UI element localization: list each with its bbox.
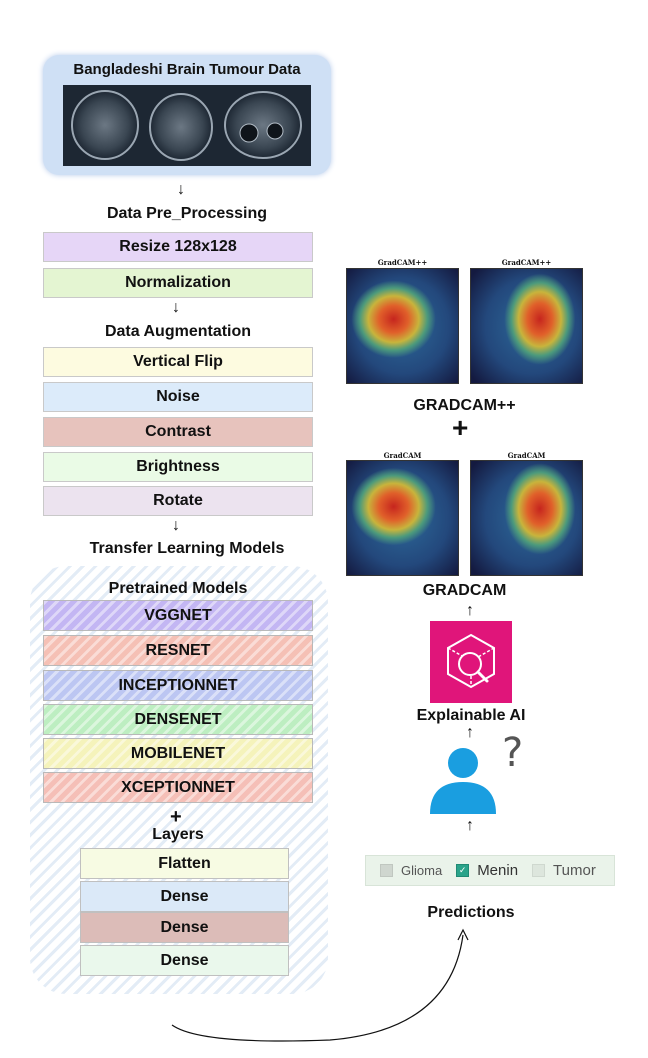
checkbox-tumor[interactable] — [532, 864, 546, 877]
step-noise: Noise — [43, 382, 313, 412]
mri-scan-2 — [149, 93, 213, 161]
model-xceptionnet: XCEPTIONNET — [43, 772, 313, 803]
predictions-bar: Glioma ✓ Menin Tumor — [365, 855, 615, 886]
explainable-title: Explainable AI — [416, 707, 526, 724]
step-rotate: Rotate — [43, 486, 313, 516]
augmentation-title: Data Augmentation — [104, 323, 252, 340]
dataset-card: Bangladeshi Brain Tumour Data — [43, 55, 331, 175]
question-mark-icon: ? — [502, 730, 524, 776]
step-contrast: Contrast — [43, 417, 313, 447]
gradcam-label-1: GradCAM — [383, 451, 422, 460]
model-inceptionnet: INCEPTIONNET — [43, 670, 313, 701]
layer-dense-3: Dense — [80, 945, 289, 976]
model-vggnet: VGGNET — [43, 600, 313, 631]
layer-dense-1: Dense — [80, 881, 289, 912]
step-vertical-flip: Vertical Flip — [43, 347, 313, 377]
layer-flatten: Flatten — [80, 848, 289, 879]
gradcampp-label-2: GradCAM++ — [501, 258, 552, 267]
pretrained-title: Pretrained Models — [108, 580, 248, 597]
user-icon — [428, 746, 498, 816]
gradcam-map-2 — [470, 460, 583, 576]
checkbox-menin[interactable]: ✓ — [456, 864, 470, 877]
layer-dense-2: Dense — [80, 912, 289, 943]
step-brightness: Brightness — [43, 452, 313, 482]
gradcampp-label-1: GradCAM++ — [377, 258, 428, 267]
arrow-up-icon: ↑ — [466, 724, 474, 741]
gradcampp-map-2 — [470, 268, 583, 384]
label-menin: Menin — [477, 862, 519, 879]
dataset-title: Bangladeshi Brain Tumour Data — [73, 61, 301, 78]
predictions-title: Predictions — [427, 904, 515, 921]
plus-sign: + — [170, 806, 182, 828]
xai-icon — [430, 621, 512, 703]
checkbox-glioma[interactable] — [380, 864, 393, 877]
arrow-down-icon: ↓ — [172, 299, 180, 316]
arrow-down-icon: ↓ — [177, 181, 185, 198]
model-mobilenet: MOBILENET — [43, 738, 313, 769]
gradcam-label-2: GradCAM — [507, 451, 546, 460]
model-densenet: DENSENET — [43, 704, 313, 735]
gradcam-title: GRADCAM — [422, 582, 507, 599]
gradcampp-map-1 — [346, 268, 459, 384]
label-tumor: Tumor — [553, 862, 596, 879]
mri-scan-1 — [71, 90, 139, 160]
label-glioma: Glioma — [401, 863, 443, 878]
mri-strip — [63, 85, 311, 166]
transfer-title: Transfer Learning Models — [89, 540, 285, 557]
preprocessing-title: Data Pre_Processing — [106, 205, 268, 222]
step-resize: Resize 128x128 — [43, 232, 313, 262]
plus-sign-xai: + — [452, 412, 469, 443]
arrow-up-icon: ↑ — [466, 817, 474, 834]
arrow-up-icon: ↑ — [466, 602, 474, 619]
layers-title: Layers — [152, 826, 204, 843]
arrow-down-icon: ↓ — [172, 517, 180, 534]
step-normalization: Normalization — [43, 268, 313, 298]
mri-scan-3 — [224, 91, 302, 159]
gradcampp-title: GRADCAM++ — [413, 397, 516, 414]
gradcam-map-1 — [346, 460, 459, 576]
model-resnet: RESNET — [43, 635, 313, 666]
